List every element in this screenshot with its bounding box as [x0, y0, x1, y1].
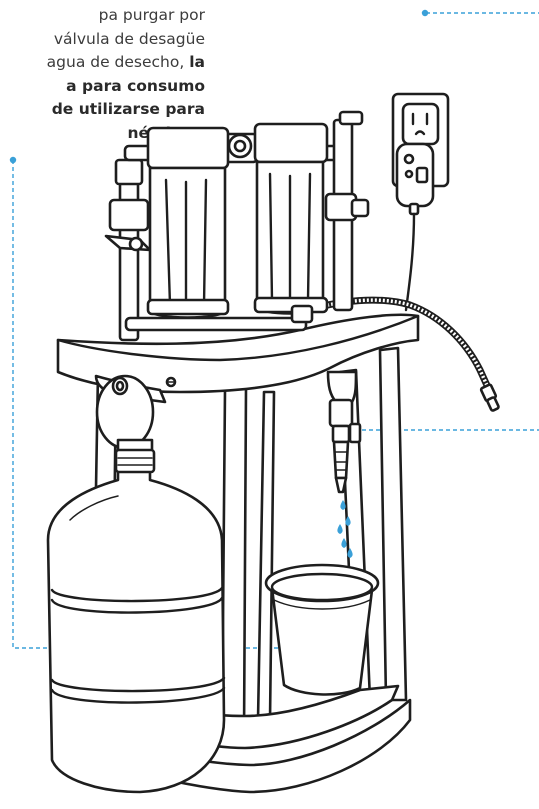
water-bottle — [48, 450, 224, 792]
timer-plug — [397, 144, 433, 214]
power-cord — [406, 214, 414, 310]
callout-dot-top-right — [422, 10, 428, 16]
water-drop — [337, 524, 342, 534]
water-drop — [341, 538, 346, 548]
callout-dot-bottle — [10, 157, 16, 163]
bucket — [266, 565, 378, 694]
